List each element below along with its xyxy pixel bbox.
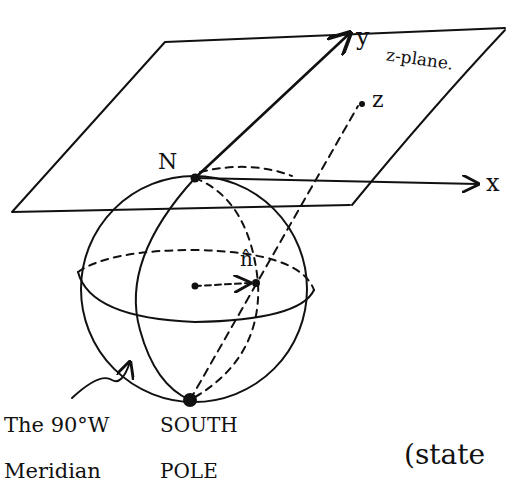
axis-label: y: [356, 24, 370, 50]
leader-line: [72, 362, 130, 398]
south-pole-dot: [183, 393, 197, 407]
meridian-back: [190, 178, 258, 400]
sphere-point-dot: [252, 279, 260, 287]
y-axis: [195, 33, 350, 178]
note-fragment: (state: [404, 440, 485, 471]
meridian: [136, 178, 195, 400]
pole-label: N: [158, 150, 177, 174]
center-dot: [192, 283, 199, 290]
north-pole-dot: [191, 174, 200, 183]
south-pole-label: SOUTH POLE: [160, 402, 250, 494]
sphere: [81, 176, 307, 402]
equator-front: [78, 272, 314, 322]
z-plane: [12, 28, 505, 212]
vector-label: n̂: [240, 248, 253, 270]
z-point-dot: [359, 101, 365, 107]
meridian-label: The 90°W Meridian: [4, 402, 122, 494]
top-arc-back: [200, 167, 292, 176]
projection-line: [190, 106, 358, 400]
x-axis: [195, 178, 478, 184]
equator-back: [78, 250, 314, 290]
n-vector: [195, 283, 250, 286]
point-label: z: [372, 88, 384, 112]
axis-label: x: [486, 170, 500, 196]
plane-label: z-plane.: [385, 45, 455, 73]
